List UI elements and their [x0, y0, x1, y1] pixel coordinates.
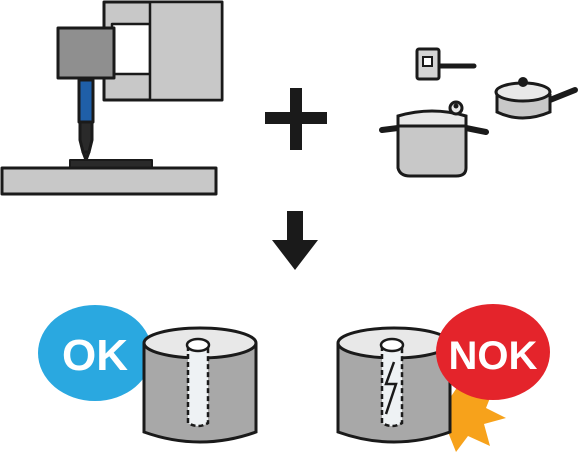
good-cylinder-part-icon	[142, 326, 258, 444]
cracked-cylinder-part-icon	[336, 326, 452, 444]
nok-label: NOK	[449, 334, 538, 378]
plus-icon	[265, 88, 327, 150]
nok-badge: NOK	[436, 304, 550, 400]
arrow-down-icon	[272, 211, 318, 270]
cnc-drilling-machine-icon	[0, 0, 224, 196]
pressure-pot-icon	[379, 100, 489, 178]
ok-badge: OK	[38, 305, 152, 401]
ok-label: OK	[62, 331, 128, 380]
crack-icon	[384, 361, 398, 415]
load-sensor-icon	[415, 47, 477, 81]
saucepan-icon	[494, 77, 578, 120]
